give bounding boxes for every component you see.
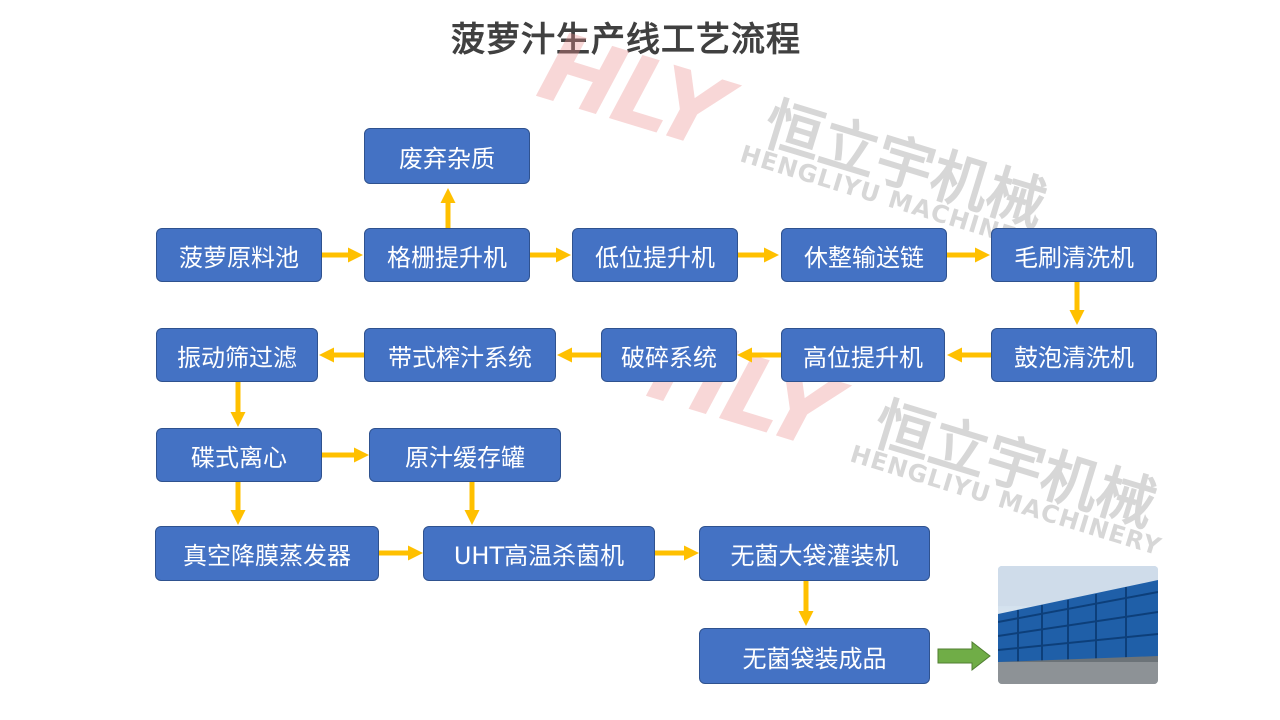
step-raw-pool: 菠萝原料池 (156, 228, 322, 282)
step-uht-sterilizer: UHT高温杀菌机 (423, 526, 655, 581)
page-title: 菠萝汁生产线工艺流程 (451, 20, 801, 60)
step-vibro-sieve: 振动筛过滤 (156, 328, 318, 382)
step-low-elevator: 低位提升机 (572, 228, 738, 282)
step-bubble-washer: 鼓泡清洗机 (991, 328, 1157, 382)
step-aseptic-filler: 无菌大袋灌装机 (699, 526, 930, 581)
final-arrow (937, 640, 991, 672)
step-disc-centrifuge: 碟式离心 (156, 428, 322, 482)
step-sorting-conveyor: 休整输送链 (781, 228, 947, 282)
step-final-product: 无菌袋装成品 (699, 628, 930, 684)
step-juice-tank: 原汁缓存罐 (369, 428, 561, 482)
product-drums-photo (998, 566, 1158, 684)
step-waste-impurities: 废弃杂质 (364, 128, 530, 184)
step-evaporator: 真空降膜蒸发器 (155, 526, 379, 581)
step-brush-washer: 毛刷清洗机 (991, 228, 1157, 282)
step-high-elevator: 高位提升机 (781, 328, 945, 382)
step-crusher: 破碎系统 (601, 328, 737, 382)
step-belt-press: 带式榨汁系统 (364, 328, 556, 382)
step-grid-elevator: 格栅提升机 (364, 228, 530, 282)
drums-image (998, 566, 1158, 684)
